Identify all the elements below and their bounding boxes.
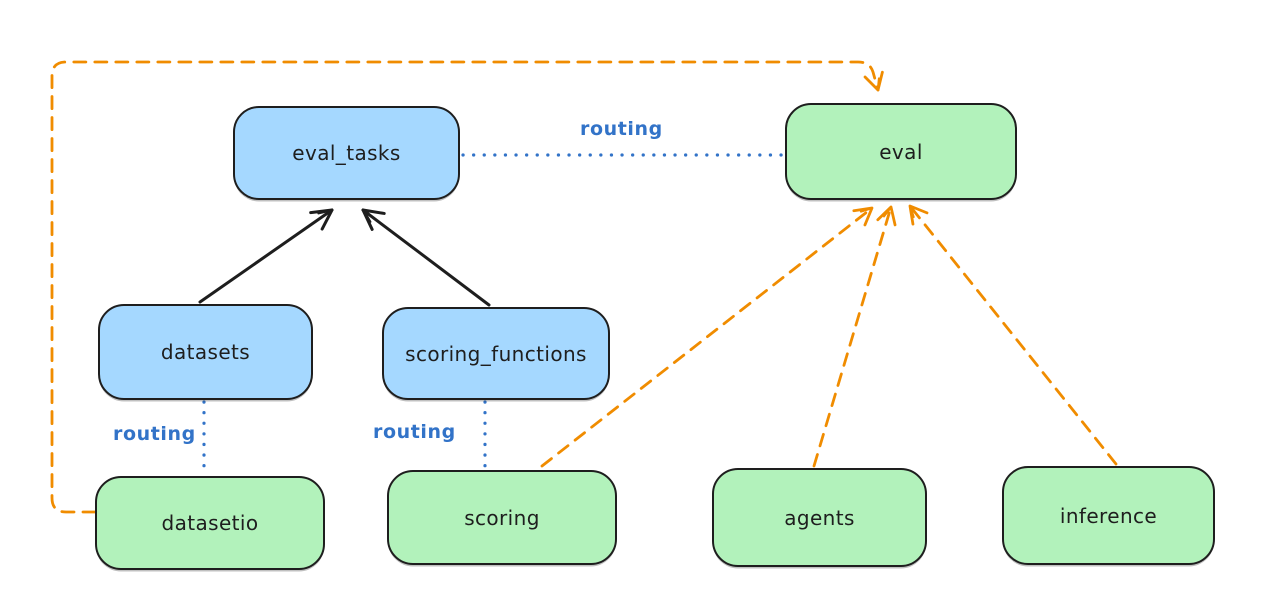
edge-scoring-functions-to-eval-tasks bbox=[361, 208, 491, 307]
node-datasetio-label: datasetio bbox=[161, 511, 259, 535]
edge-datasetio-to-eval-loop bbox=[50, 60, 884, 514]
node-agents: agents bbox=[712, 468, 927, 567]
node-inference-label: inference bbox=[1059, 503, 1158, 528]
node-datasets-label: datasets bbox=[160, 340, 251, 364]
node-scoring-label: scoring bbox=[464, 505, 540, 530]
node-eval-label: eval bbox=[879, 139, 923, 164]
edge-inference-to-eval bbox=[908, 204, 1118, 466]
node-scoring-functions-label: scoring_functions bbox=[405, 341, 587, 366]
edge-label-routing-datasets-datasetio: routing bbox=[113, 423, 196, 445]
edge-label-routing-scoring-functions-scoring: routing bbox=[373, 421, 456, 443]
edge-datasets-to-eval-tasks bbox=[198, 208, 334, 304]
node-scoring: scoring bbox=[387, 470, 617, 565]
node-inference: inference bbox=[1002, 466, 1215, 565]
node-agents-label: agents bbox=[784, 505, 855, 530]
edge-label-routing-eval-tasks-eval: routing bbox=[580, 118, 663, 140]
node-datasetio: datasetio bbox=[95, 476, 325, 570]
node-eval-tasks-label: eval_tasks bbox=[292, 141, 401, 165]
edge-scoring-to-eval bbox=[540, 206, 874, 468]
node-eval: eval bbox=[785, 103, 1017, 200]
node-eval-tasks: eval_tasks bbox=[233, 106, 460, 200]
node-scoring-functions: scoring_functions bbox=[382, 307, 610, 400]
edge-agents-to-eval bbox=[812, 205, 897, 468]
node-datasets: datasets bbox=[98, 304, 313, 400]
